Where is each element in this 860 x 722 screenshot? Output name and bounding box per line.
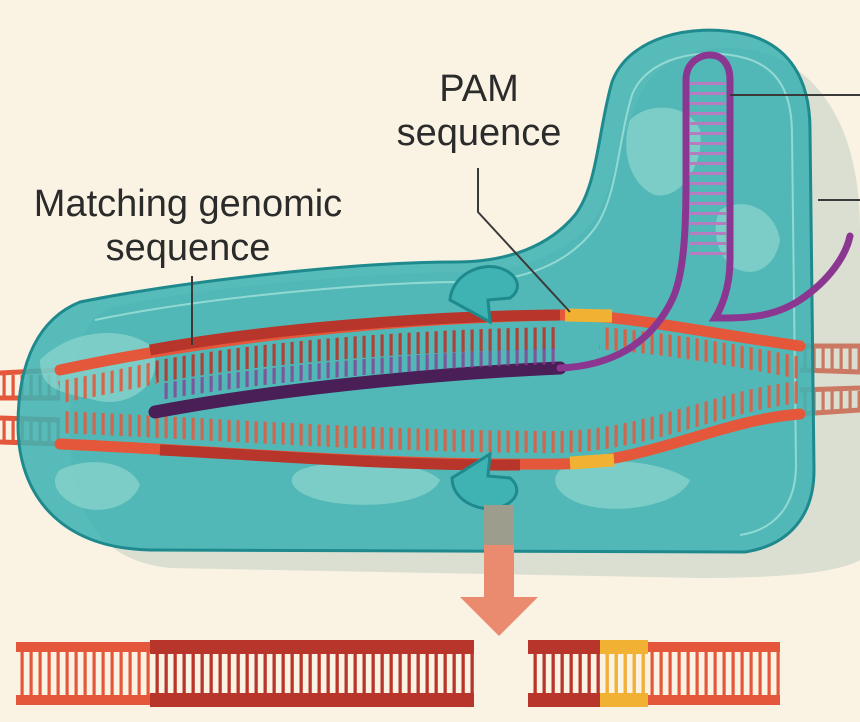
pam-segment-bottom <box>569 453 615 470</box>
genomic-label-line2: sequence <box>105 227 271 269</box>
genomic-label-line1: Matching genomic <box>33 183 343 225</box>
protein-rim <box>94 52 798 536</box>
cut-arrow <box>460 505 538 636</box>
dna-inside-top <box>54 308 806 403</box>
pam-label-line2: sequence <box>396 112 562 154</box>
cut-site-top <box>448 265 519 325</box>
pam-leader-line <box>477 168 571 313</box>
matching-genomic-sequence-label: Matching genomic sequence <box>8 182 368 270</box>
pam-sequence-label: PAM sequence <box>384 67 574 155</box>
cleaved-dna-right <box>528 640 780 707</box>
pam-label-line1: PAM <box>439 68 519 110</box>
guide-rna-spacer <box>148 361 567 419</box>
matching-genomic-segment <box>149 309 561 356</box>
cleaved-dna-left <box>16 640 474 707</box>
pam-segment-top <box>564 308 613 323</box>
guide-rna-scaffold <box>556 51 854 372</box>
pam-cleaved <box>600 640 648 654</box>
